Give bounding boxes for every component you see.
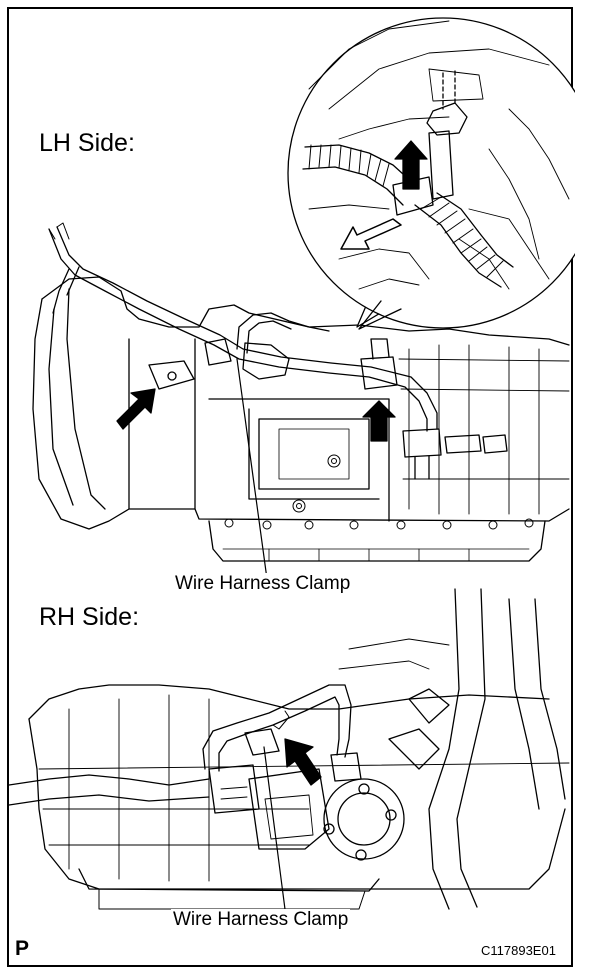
illustration-frame: LH Side: Wire Harness Clamp RH Side: Wir… [7,7,575,967]
lh-side-label: LH Side: [39,129,135,158]
figure-code: C117893E01 [481,943,556,958]
illustration-canvas [9,17,575,918]
rh-wire-harness-clamp-label: Wire Harness Clamp [171,909,351,931]
lh-wire-harness-clamp-label: Wire Harness Clamp [173,573,353,595]
rh-transmission-drawing [9,588,570,918]
rh-side-label: RH Side: [39,603,140,632]
lh-detail-inset [287,17,575,330]
lh-transmission-drawing [32,222,570,580]
corner-letter: P [15,937,30,961]
